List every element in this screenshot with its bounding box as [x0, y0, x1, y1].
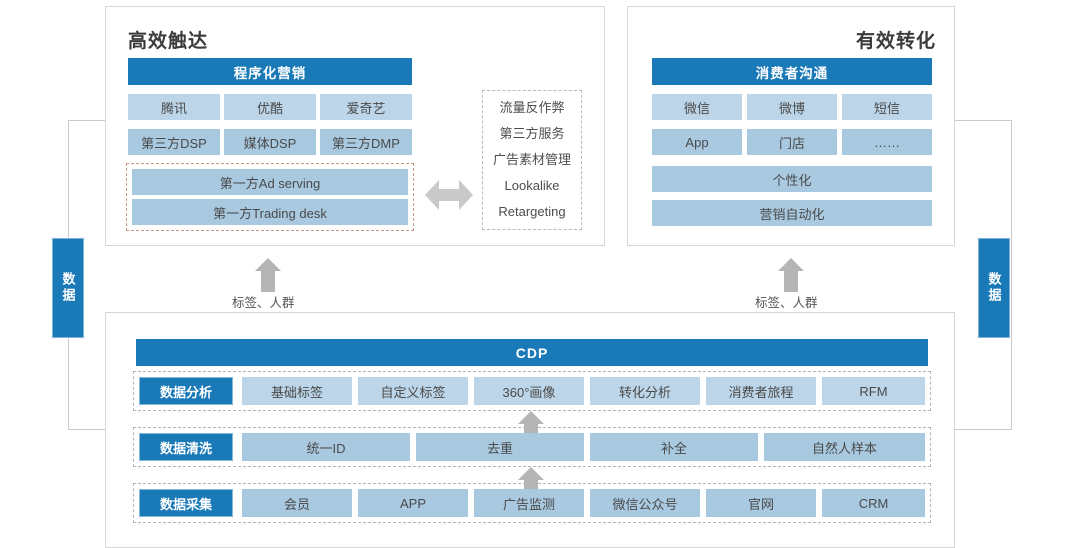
chip-tencent[interactable]: 腾讯 — [128, 94, 220, 120]
chip-third-party-dsp[interactable]: 第三方DSP — [128, 129, 220, 155]
service-item-4: Retargeting — [498, 204, 566, 219]
chip-app-collection[interactable]: APP — [358, 489, 468, 517]
chip-dedupe[interactable]: 去重 — [416, 433, 584, 461]
left-panel-title: 高效触达 — [128, 31, 209, 52]
chip-basic-tags[interactable]: 基础标签 — [242, 377, 352, 405]
chip-wechat-official-account[interactable]: 微信公众号 — [590, 489, 700, 517]
chip-official-website[interactable]: 官网 — [706, 489, 816, 517]
chip-first-party-ad-serving[interactable]: 第一方Ad serving — [132, 169, 408, 195]
chip-personalization[interactable]: 个性化 — [652, 166, 932, 192]
right-bracket — [952, 120, 1012, 430]
chip-store[interactable]: 门店 — [747, 129, 837, 155]
cleaning-row-dashed — [133, 427, 931, 467]
chip-marketing-automation[interactable]: 营销自动化 — [652, 200, 932, 226]
chip-media-dsp[interactable]: 媒体DSP — [224, 129, 316, 155]
row-label-data-analysis: 数据分析 — [139, 377, 233, 405]
chip-unified-id[interactable]: 统一ID — [242, 433, 410, 461]
analysis-row-dashed — [133, 371, 931, 411]
left-data-bar: 数据 — [52, 238, 84, 338]
service-item-2: 广告素材管理 — [492, 152, 571, 167]
service-item-0: 流量反作弊 — [499, 100, 565, 115]
row-label-data-cleaning: 数据清洗 — [139, 433, 233, 461]
chip-crm[interactable]: CRM — [822, 489, 925, 517]
chip-weibo[interactable]: 微博 — [747, 94, 837, 120]
ad-services-dashed-list: 流量反作弊 第三方服务 广告素材管理 Lookalike Retargeting — [482, 90, 582, 230]
left-up-arrow-icon — [255, 258, 281, 292]
chip-sms[interactable]: 短信 — [842, 94, 932, 120]
chip-360-profile[interactable]: 360°画像 — [474, 377, 584, 405]
chip-ad-monitoring[interactable]: 广告监测 — [474, 489, 584, 517]
chip-wechat[interactable]: 微信 — [652, 94, 742, 120]
chip-member[interactable]: 会员 — [242, 489, 352, 517]
collection-row-dashed — [133, 483, 931, 523]
chip-consumer-journey[interactable]: 消费者旅程 — [706, 377, 816, 405]
chip-youku[interactable]: 优酷 — [224, 94, 316, 120]
consumer-communication-header: 消费者沟通 — [652, 58, 932, 85]
chip-natural-person-sample[interactable]: 自然人样本 — [764, 433, 925, 461]
chip-rfm[interactable]: RFM — [822, 377, 925, 405]
right-arrow-label: 标签、人群 — [755, 296, 818, 310]
chip-ellipsis[interactable]: …… — [842, 129, 932, 155]
first-party-dashed-group — [126, 163, 414, 231]
right-up-arrow-icon — [778, 258, 804, 292]
chip-third-party-dmp[interactable]: 第三方DMP — [320, 129, 412, 155]
chip-custom-tags[interactable]: 自定义标签 — [358, 377, 468, 405]
chip-app[interactable]: App — [652, 129, 742, 155]
service-item-1: 第三方服务 — [499, 126, 565, 141]
chip-iqiyi[interactable]: 爱奇艺 — [320, 94, 412, 120]
chip-conversion-analysis[interactable]: 转化分析 — [590, 377, 700, 405]
left-arrow-label: 标签、人群 — [232, 296, 295, 310]
cdp-header: CDP — [136, 339, 928, 366]
service-item-3: Lookalike — [504, 178, 560, 193]
right-panel-title: 有效转化 — [856, 31, 937, 52]
chip-completion[interactable]: 补全 — [590, 433, 758, 461]
programmatic-marketing-header: 程序化营销 — [128, 58, 412, 85]
right-data-bar: 数据 — [978, 238, 1010, 338]
row-label-data-collection: 数据采集 — [139, 489, 233, 517]
double-headed-arrow-icon — [425, 180, 473, 210]
chip-first-party-trading-desk[interactable]: 第一方Trading desk — [132, 199, 408, 225]
